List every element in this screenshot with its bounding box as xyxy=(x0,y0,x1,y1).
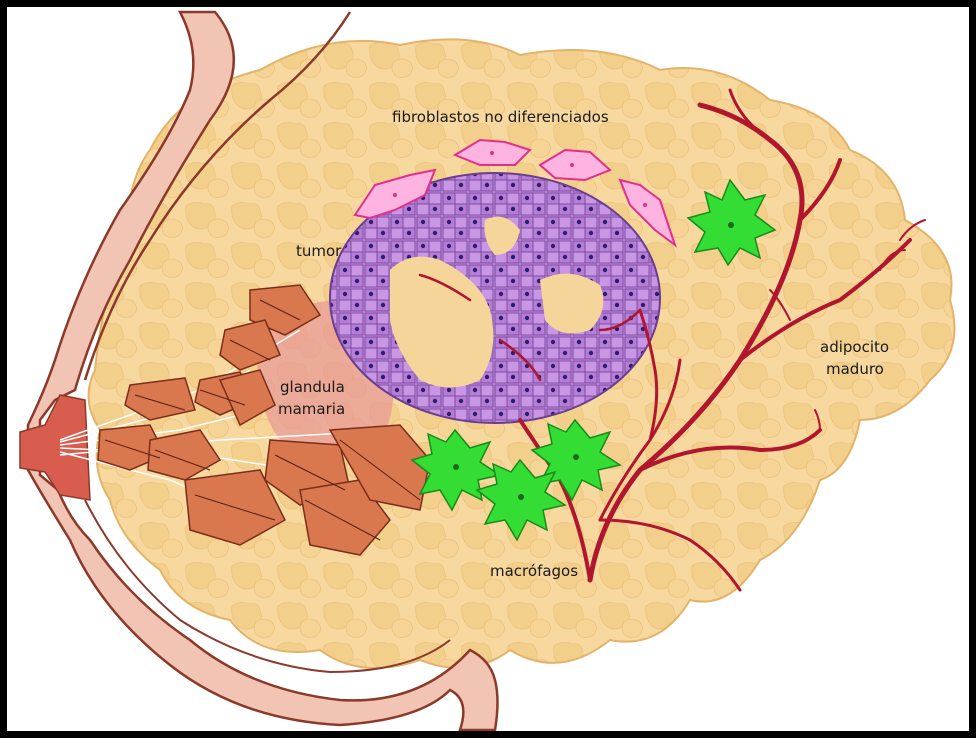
breast-tumor-microenvironment-diagram: fibroblastos no diferenciados tumor glan… xyxy=(7,7,969,731)
adipocyte-label-line2: maduro xyxy=(826,360,884,378)
gland-label-line2: mamaria xyxy=(278,400,345,418)
gland-label-line1: glandula xyxy=(280,378,345,396)
adipocyte-label-line1: adipocito xyxy=(820,338,889,356)
nipple xyxy=(20,395,90,500)
tumor-label: tumor xyxy=(296,242,342,260)
tumor-lumen-right xyxy=(540,274,603,334)
macrophages-label: macrófagos xyxy=(490,562,578,580)
fibroblasts-label: fibroblastos no diferenciados xyxy=(392,108,609,126)
